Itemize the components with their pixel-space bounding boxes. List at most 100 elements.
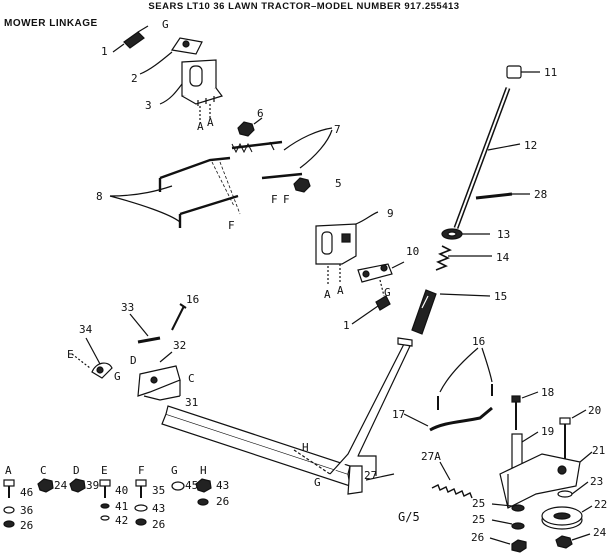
callout-11: 11 [544, 66, 558, 79]
key-h-nut [195, 478, 212, 506]
page-code: G/5 [398, 510, 420, 524]
callout-7: 7 [334, 123, 341, 136]
part-14-spring [435, 245, 492, 271]
key-d-nut [69, 478, 86, 493]
callout-26: 26 [471, 531, 485, 544]
part-17-shift-lever [403, 406, 493, 432]
ref-letter-e: E [67, 348, 74, 361]
ref-letter-g-4: G [314, 476, 321, 489]
callout-8: 8 [96, 190, 103, 203]
key-h-part-1: 43 [216, 479, 230, 492]
callout-2: 2 [131, 72, 138, 85]
key-letter-f: F [138, 464, 145, 477]
part-1-lower-knob [351, 295, 391, 325]
key-letter-e: E [101, 464, 108, 477]
part-9-bracket-plate [315, 211, 379, 284]
callout-15: 15 [494, 290, 508, 303]
ref-letter-a-3: A [324, 288, 331, 301]
part-1-top-knob-bolt [112, 25, 149, 53]
key-f-bolt [134, 479, 148, 526]
part-6-nut [237, 117, 263, 137]
ref-letter-f-2: F [283, 193, 290, 206]
part-28-pin [475, 192, 530, 200]
part-22-pulley [541, 505, 593, 530]
diagram-title: SEARS LT10 36 LAWN TRACTOR–MODEL NUMBER … [148, 1, 460, 12]
part-16-bolt [171, 303, 187, 331]
key-d-part-1: 39 [86, 479, 100, 492]
callout-34: 34 [79, 323, 93, 336]
callout-17: 17 [392, 408, 406, 421]
part-7-spring-rod [231, 127, 333, 180]
callout-25b: 25 [472, 513, 486, 526]
part-27a-spring [431, 461, 473, 499]
parts-25-26-hardware [489, 503, 527, 553]
part-13-washer [441, 228, 490, 240]
key-h-part-2: 26 [216, 495, 230, 508]
part-24-nut [555, 533, 591, 549]
key-f-part-3: 26 [152, 518, 166, 531]
key-letter-a: A [5, 464, 12, 477]
callout-27a: 27A [421, 450, 441, 463]
part-18-bolt [511, 391, 539, 430]
key-c-nut [37, 478, 54, 493]
callout-32: 32 [173, 339, 187, 352]
callout-16-left: 16 [186, 293, 200, 306]
key-c-part-1: 24 [54, 479, 68, 492]
callout-10: 10 [406, 245, 420, 258]
callout-24: 24 [593, 526, 607, 539]
ref-letter-g-2: G [384, 286, 391, 299]
callout-1-lower: 1 [343, 319, 350, 332]
part-20-bolt [559, 409, 587, 460]
callout-5: 5 [335, 177, 342, 190]
key-f-part-2: 43 [152, 502, 166, 515]
part-21-idler-bracket [499, 451, 593, 509]
part-31-32-bracket [137, 351, 181, 401]
key-a-part-3: 26 [20, 519, 34, 532]
ref-letter-f-3: F [228, 219, 235, 232]
key-a-part-1: 46 [20, 486, 34, 499]
part-10-bracket [357, 261, 405, 297]
part-16-pins [437, 347, 493, 410]
key-letter-g: G [171, 464, 178, 477]
callout-16-right: 16 [472, 335, 486, 348]
key-letter-c: C [40, 464, 47, 477]
ref-letter-h: H [302, 441, 309, 454]
ref-letter-a-1: A [197, 120, 204, 133]
ref-letter-g-3: G [114, 370, 121, 383]
callout-28: 28 [534, 188, 548, 201]
ref-letter-d: D [130, 354, 137, 367]
key-e-part-3: 42 [115, 514, 129, 527]
ref-letter-c: C [188, 372, 195, 385]
ref-letter-g-top: G [162, 18, 169, 31]
callout-33: 33 [121, 301, 135, 314]
callout-3: 3 [145, 99, 152, 112]
key-e-part-1: 40 [115, 484, 129, 497]
part-3-bracket-plate [159, 59, 223, 120]
section-heading: MOWER LINKAGE [4, 18, 98, 29]
callout-25: 25 [472, 497, 486, 510]
key-f-part-1: 35 [152, 484, 166, 497]
callout-1: 1 [101, 45, 108, 58]
callout-9: 9 [387, 207, 394, 220]
callout-22: 22 [594, 498, 608, 511]
part-8-lift-rods [109, 156, 241, 228]
key-e-bolt [99, 479, 111, 521]
callout-18: 18 [541, 386, 555, 399]
part-23-washer [557, 481, 589, 498]
key-g-cotter [171, 481, 185, 491]
callout-19: 19 [541, 425, 555, 438]
key-a-bolt [3, 479, 15, 528]
callout-27: 27 [364, 469, 378, 482]
key-letter-h: H [200, 464, 207, 477]
callout-6: 6 [257, 107, 264, 120]
callout-12: 12 [524, 139, 538, 152]
callout-23: 23 [590, 475, 604, 488]
callout-21: 21 [592, 444, 606, 457]
key-g-part-1: 45 [185, 479, 199, 492]
part-5-nut [293, 177, 311, 193]
callout-14: 14 [496, 251, 510, 264]
ref-letter-f-1: F [271, 193, 278, 206]
key-a-part-2: 36 [20, 504, 34, 517]
ref-letter-a-2: A [207, 116, 214, 129]
